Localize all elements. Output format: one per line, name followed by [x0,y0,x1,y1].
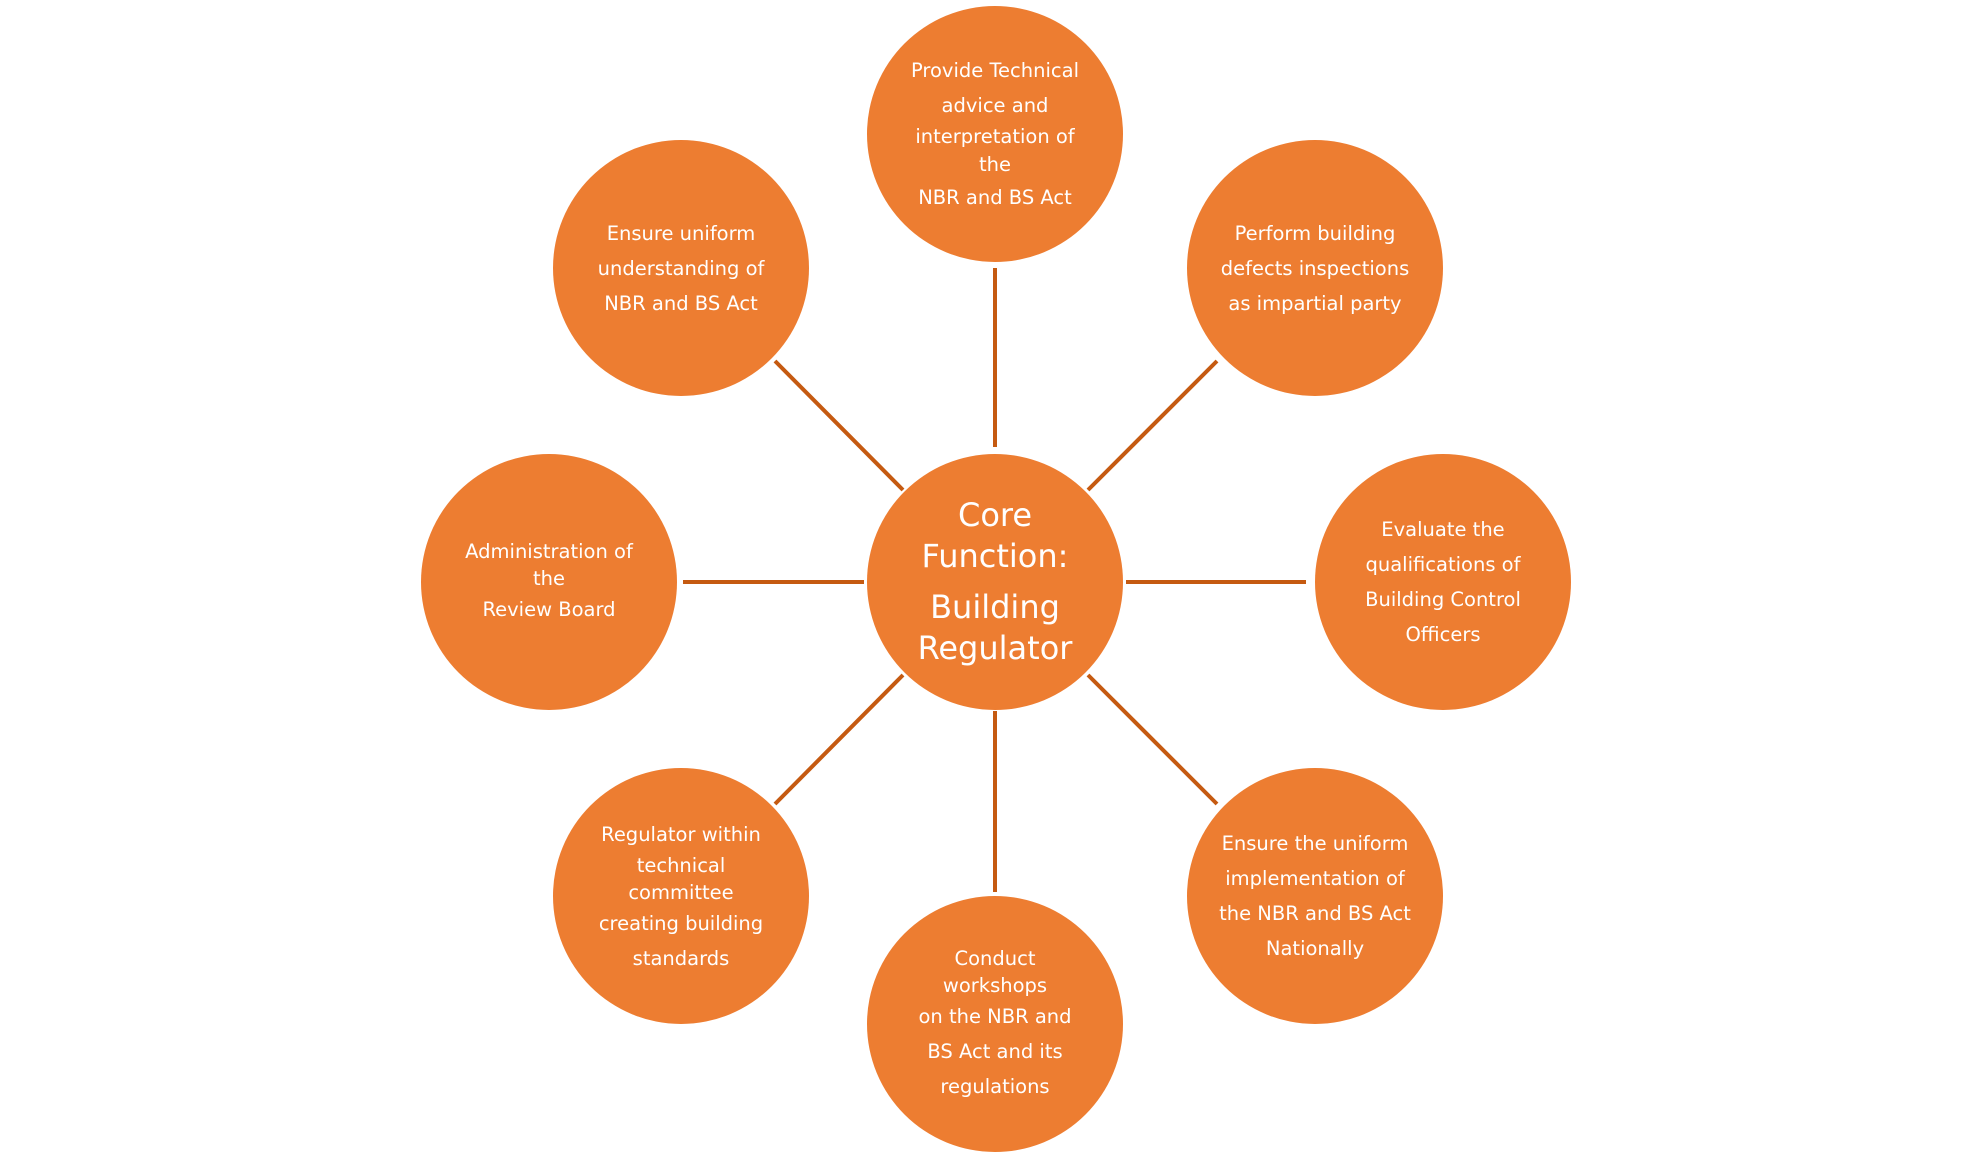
node-label: Evaluate the qualifications of Building … [1337,512,1549,652]
node-line: NBR and BS Act [604,291,758,315]
center-line: Building [930,588,1060,626]
center-node-core-function: Core Function: Building Regulator [867,454,1123,710]
node-label: Administration of the Review Board [443,538,655,627]
node-line: NBR and BS Act [918,186,1072,209]
node-technical-advice: Provide Technical advice and interpretat… [867,6,1123,262]
node-line: standards [632,946,730,970]
node-line: Evaluate the [1381,518,1505,541]
node-line: defects inspections [1220,256,1410,280]
center-node-label: Core Function: Building Regulator [889,495,1101,669]
connector-bottom-right [1086,673,1219,806]
node-label: Regulator within technical committee cre… [575,817,787,976]
connector-bottom-left [773,673,905,806]
node-conduct-workshops: Conduct workshops on the NBR and BS Act … [867,896,1123,1152]
node-line: Administration of [465,539,633,563]
node-line: advice and [941,94,1049,117]
node-technical-committee: Regulator within technical committee cre… [553,768,809,1024]
node-line: Perform building [1234,221,1396,245]
node-line: Provide Technical [910,59,1079,82]
node-line: as impartial party [1228,291,1402,315]
node-label: Provide Technical advice and interpretat… [889,53,1101,215]
node-line: Building Control [1365,588,1521,611]
node-line: Ensure the uniform [1221,832,1409,855]
node-line: Ensure uniform [606,221,756,245]
node-uniform-implementation: Ensure the uniform implementation of the… [1187,768,1443,1024]
node-line: technical [636,853,726,877]
center-line: Function: [921,537,1069,575]
node-review-board: Administration of the Review Board [421,454,677,710]
connector-top-left [773,359,905,492]
node-uniform-understanding: Ensure uniform understanding of NBR and … [553,140,809,396]
connector-top-right [1086,359,1219,492]
node-line: regulations [940,1074,1050,1098]
node-line: Officers [1405,623,1481,646]
node-label: Ensure the uniform implementation of the… [1209,826,1421,966]
node-evaluate-qualifications: Evaluate the qualifications of Building … [1315,454,1571,710]
node-line: Conduct [954,946,1036,970]
node-line: on the NBR and [918,1004,1072,1028]
node-line: BS Act and its [927,1039,1063,1063]
node-defects-inspections: Perform building defects inspections as … [1187,140,1443,396]
node-line: Regulator within [601,822,761,846]
node-line: the [978,153,1011,176]
node-line: workshops [942,973,1048,997]
node-line: implementation of [1225,867,1405,890]
center-line: Regulator [917,629,1073,667]
node-label: Perform building defects inspections as … [1209,216,1421,321]
center-line: Core [957,496,1033,534]
node-label: Ensure uniform understanding of NBR and … [575,216,787,321]
node-label: Conduct workshops on the NBR and BS Act … [889,945,1101,1104]
node-line: creating building [598,911,764,935]
node-line: interpretation of [915,125,1075,148]
node-line: the [532,566,565,590]
node-line: qualifications of [1365,553,1521,576]
node-line: Nationally [1265,937,1365,960]
node-line: understanding of [597,256,765,280]
node-line: Review Board [482,597,616,621]
node-line: committee [628,880,734,904]
node-line: the NBR and BS Act [1219,902,1411,925]
